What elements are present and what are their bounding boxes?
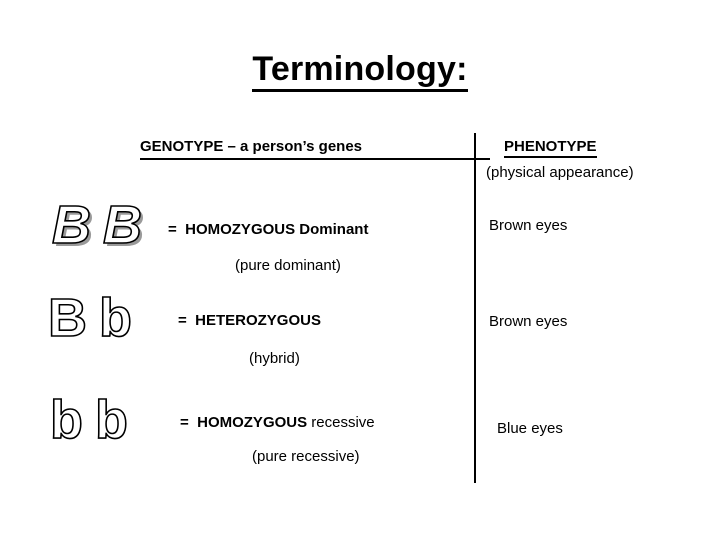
page-title-text: Terminology: [252,50,468,92]
genotype-term-homozygous-recessive: = HOMOZYGOUS recessive [180,414,375,431]
allele-letter: B [51,195,92,255]
page-title: Terminology: [0,50,720,92]
genotype-term-heterozygous: = HETEROZYGOUS [178,312,321,329]
phenotype-header-subtitle: (physical appearance) [486,164,634,181]
genotype-term-qualifier: recessive [311,414,375,431]
equals-sign: = [178,312,187,329]
genotype-term-homozygous-dominant: = HOMOZYGOUS Dominant [168,221,368,238]
genotype-term-main: HOMOZYGOUS [185,221,296,238]
phenotype-value-brown-eyes-1: Brown eyes [489,217,568,234]
genotype-term-qualifier: Dominant [299,221,369,238]
phenotype-value-blue-eyes: Blue eyes [497,420,563,437]
phenotype-header-title: PHENOTYPE [504,138,597,158]
allele-letter: B [102,195,143,255]
allele-letter: b [94,390,129,450]
phenotype-value-brown-eyes-2: Brown eyes [489,313,568,330]
allele-pair-homozygous-recessive: b b [49,390,129,450]
genotype-note-pure-dominant: (pure dominant) [235,257,341,274]
allele-pair-homozygous-dominant: B B [51,195,143,255]
allele-pair-heterozygous: B b [47,288,133,348]
genotype-column-header: GENOTYPE – a person’s genes [140,138,490,160]
genotype-note-pure-recessive: (pure recessive) [252,448,360,465]
genotype-note-hybrid: (hybrid) [249,350,300,367]
allele-letter: B [47,288,88,348]
genotype-term-main: HOMOZYGOUS [197,414,308,431]
genotype-term-main: HETEROZYGOUS [195,312,321,329]
allele-letter: b [49,390,84,450]
allele-letter: b [98,288,133,348]
column-divider [474,133,476,483]
equals-sign: = [168,221,177,238]
phenotype-column-header: PHENOTYPE (physical appearance) [486,138,706,181]
equals-sign: = [180,414,189,431]
